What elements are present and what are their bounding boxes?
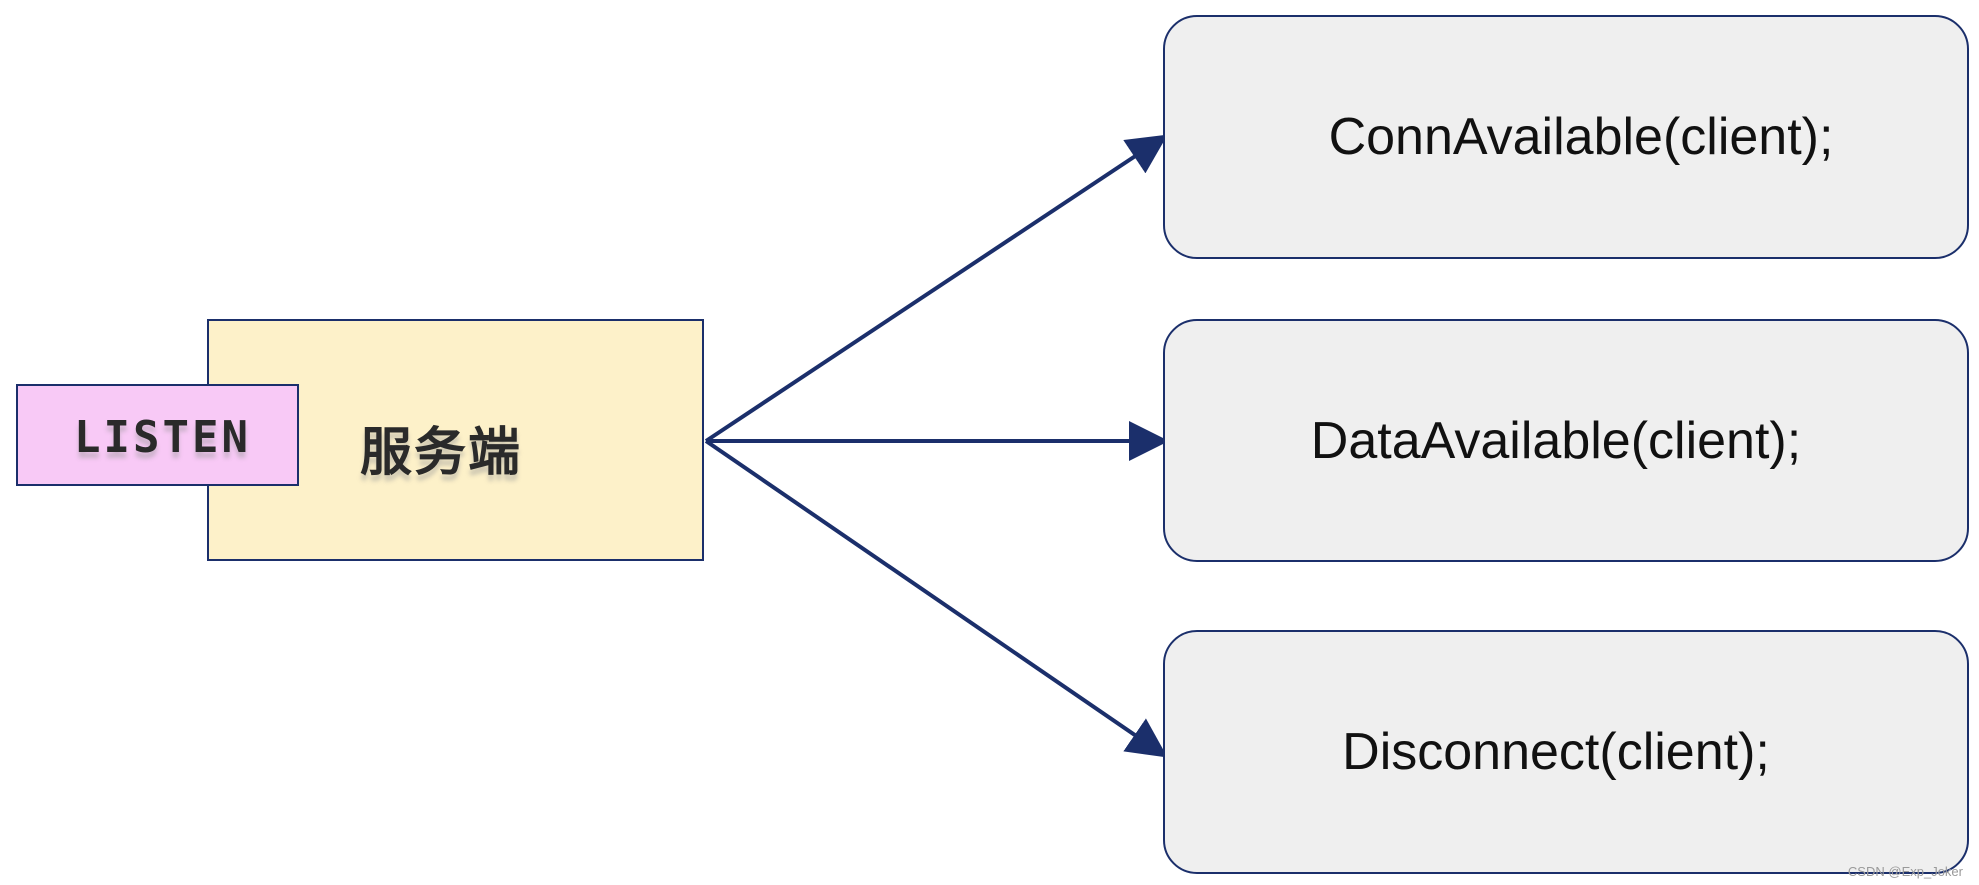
data-available-label: DataAvailable(client); — [1310, 411, 1802, 470]
disconnect-box: Disconnect(client); — [1163, 630, 1969, 874]
arrow-to-conn-available — [704, 134, 1168, 443]
data-available-box: DataAvailable(client); — [1163, 319, 1969, 562]
listen-box — [16, 384, 299, 486]
disconnect-label: Disconnect(client); — [1342, 723, 1770, 781]
watermark: CSDN @Exp_Joker — [1847, 864, 1963, 879]
conn-available-label: ConnAvailable(client); — [1328, 108, 1834, 166]
conn-available-box: ConnAvailable(client); — [1163, 15, 1969, 259]
server-label: 服务端 — [360, 423, 523, 483]
arrow-to-disconnect — [704, 439, 1168, 758]
listen-label: LISTEN — [74, 412, 251, 463]
